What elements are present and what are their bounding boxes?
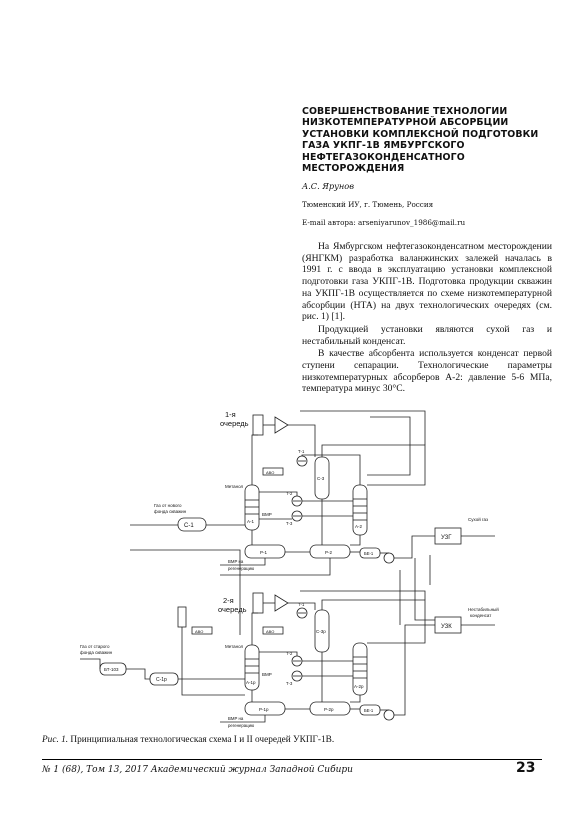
label-a1: А-1 <box>247 519 255 524</box>
label-avo2: АВО <box>266 629 274 634</box>
label-a1r: А-1р <box>246 680 256 685</box>
paragraph: На Ямбургском нефтегазоконденсатном мест… <box>302 241 552 323</box>
label-queue1: 1-я <box>225 410 236 419</box>
label-uzg: УЗГ <box>441 535 452 541</box>
label-s3: С-3 <box>317 476 325 481</box>
article-author: А.С. Ярунов <box>302 181 354 191</box>
label-bt103: БТ-103 <box>104 667 119 672</box>
label-s1: С-1 <box>184 523 194 529</box>
label-r2: Р-2 <box>325 550 333 555</box>
label-t3: Т-3 <box>286 521 293 526</box>
label-gas-old2: фонда скважин <box>80 650 113 655</box>
label-vmr-out4: регенерацию <box>228 723 255 728</box>
label-s3r: С-3р <box>316 629 326 634</box>
figure-caption-number: Рис. 1. <box>42 735 69 745</box>
label-vmr-out: ВМР на <box>228 559 244 564</box>
page-number: 23 <box>516 760 536 776</box>
paragraph: В качестве абсорбента используется конде… <box>302 348 552 395</box>
label-be1: БЕ-1 <box>364 551 374 556</box>
label-unstable2: конденсат <box>470 613 491 618</box>
article-affiliation: Тюменский ИУ, г. Тюмень, Россия <box>302 200 434 209</box>
label-vmr-out3: ВМР на <box>228 716 244 721</box>
figure-caption: Рис. 1. Принципиальная технологическая с… <box>42 735 334 745</box>
label-t1r: Т-1 <box>298 602 305 607</box>
process-flow-diagram: 1-я очередь 2-я очередь Газ от нового фо… <box>80 410 499 728</box>
label-gas-new: Газ от нового <box>154 503 182 508</box>
label-vmr2: ВМР <box>262 672 272 677</box>
label-t3r: Т-3 <box>286 681 293 686</box>
label-s1r: С-1р <box>156 677 167 683</box>
article-body: На Ямбургском нефтегазоконденсатном мест… <box>302 241 552 396</box>
label-r1r: Р-1р <box>259 707 269 712</box>
label-a2r: А-2р <box>354 684 364 689</box>
label-queue2: 2-я <box>223 596 234 605</box>
label-vmr: ВМР <box>262 512 272 517</box>
label-vmr-out2: регенерацию <box>228 566 255 571</box>
label-a2: А-2 <box>355 524 363 529</box>
label-gas-old: Газ от старого <box>80 644 110 649</box>
label-be1r: БЕ-1 <box>364 708 374 713</box>
label-methanol: Метанол <box>225 484 244 489</box>
label-avo3: АВО <box>195 629 203 634</box>
label-queue2b: очередь <box>218 605 247 614</box>
footer-rule <box>42 759 542 760</box>
label-dry-gas: Сухой газ <box>468 516 488 522</box>
paragraph: Продукцией установки являются сухой газ … <box>302 323 552 347</box>
vessel-r2r <box>309 701 351 716</box>
label-r1: Р-1 <box>260 550 268 555</box>
label-r2r: Р-2р <box>324 707 334 712</box>
label-queue1b: очередь <box>220 419 249 428</box>
footer-issue: № 1 (68), Том 13, 2017 Академический жур… <box>42 765 353 775</box>
label-t2r: Т-2 <box>286 651 293 656</box>
label-t1: Т-1 <box>298 449 305 454</box>
figure-caption-text: Принципиальная технологическая схема I и… <box>68 735 335 745</box>
label-gas-new2: фонда скважин <box>154 509 187 514</box>
box-s1 <box>177 517 207 532</box>
label-methanol2: Метанол <box>225 644 244 649</box>
article-title: СОВЕРШЕНСТВОВАНИЕ ТЕХНОЛОГИИ НИЗКОТЕМПЕР… <box>302 106 539 175</box>
label-uzk: УЗК <box>441 624 452 630</box>
author-email: E-mail автора: arseniyarunov_1986@mail.r… <box>302 218 466 227</box>
label-unstable: Нестабильный <box>468 606 499 612</box>
label-t2: Т-2 <box>286 491 293 496</box>
label-avo: АВО <box>266 470 274 475</box>
